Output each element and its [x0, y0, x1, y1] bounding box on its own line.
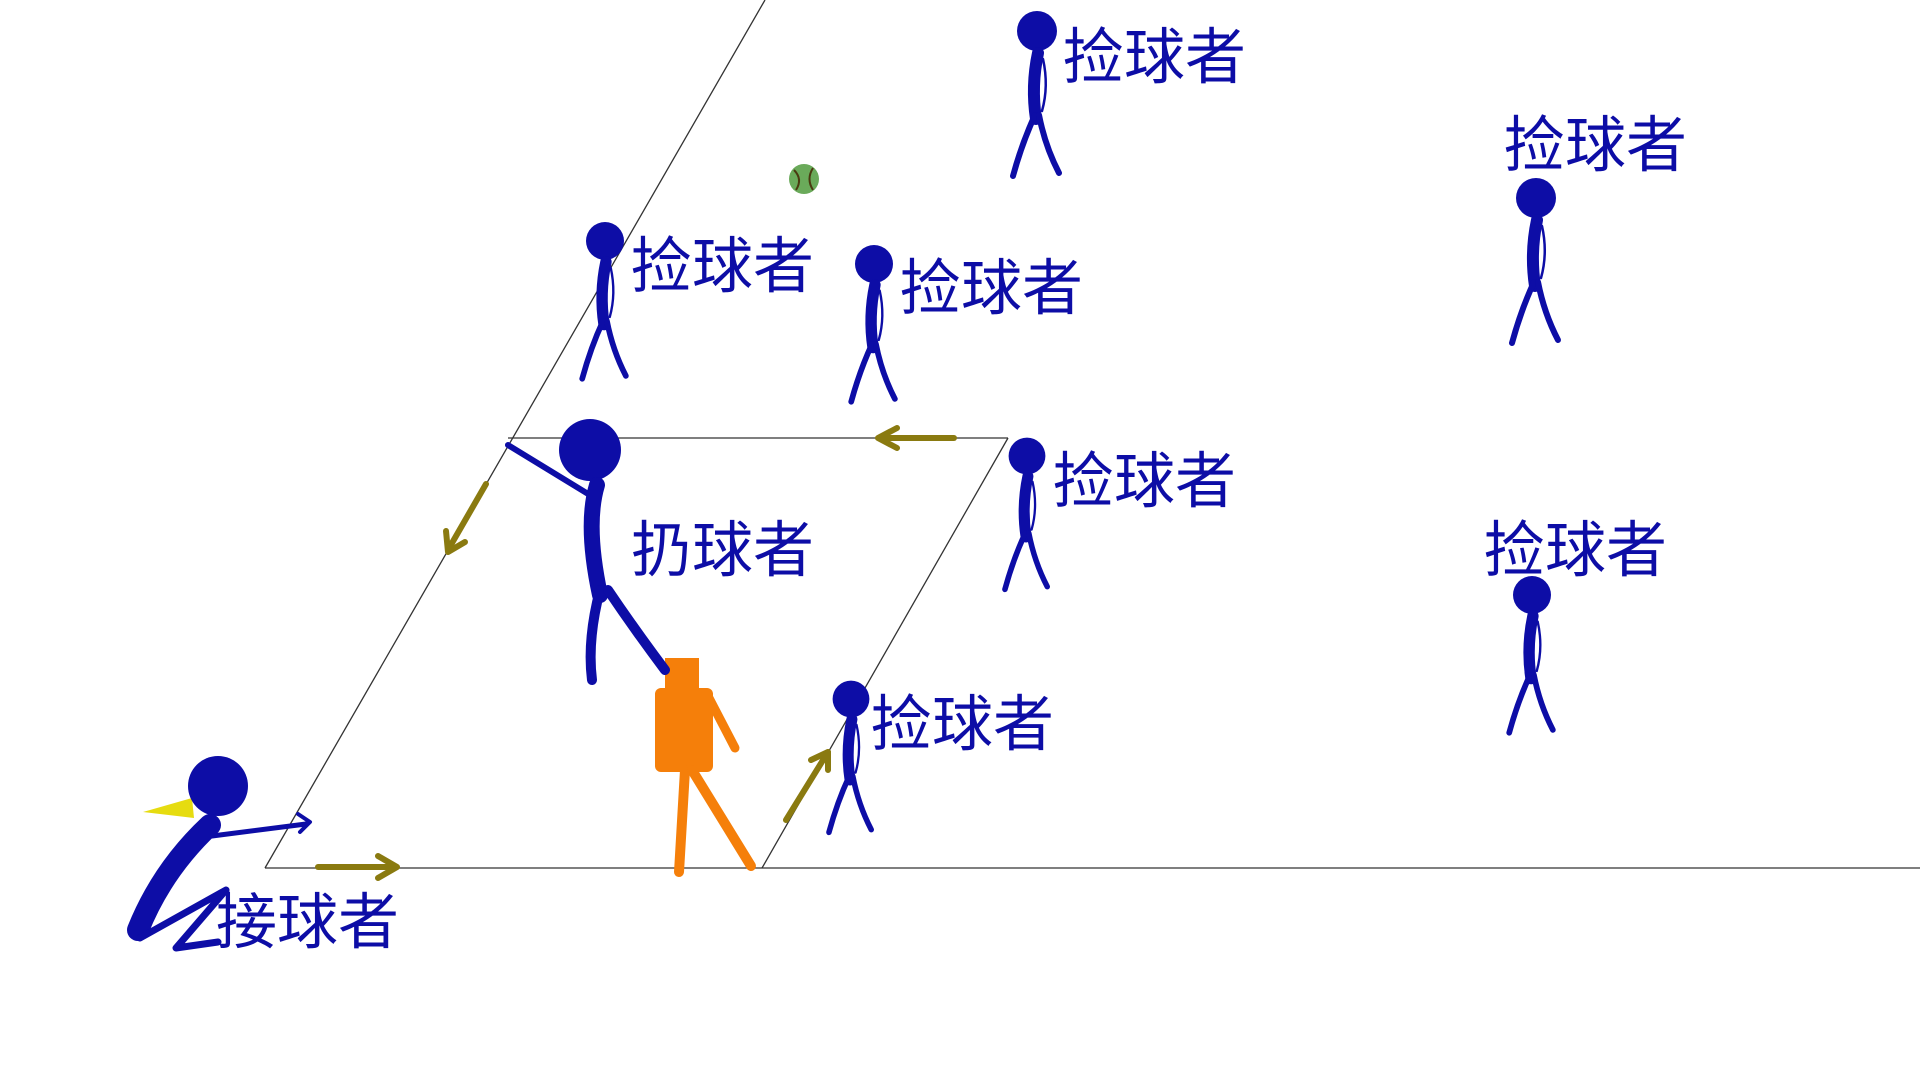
machine-leg — [687, 765, 756, 871]
direction-arrow-icon — [875, 425, 957, 451]
fielder-torso — [1027, 47, 1044, 125]
fielder: 捡球者 — [1484, 515, 1667, 736]
fielder-torso — [1523, 610, 1539, 685]
fielder-leg — [1509, 279, 1537, 346]
ball-icon — [789, 164, 819, 194]
machine-leg — [674, 765, 690, 877]
direction-arrow-icon — [315, 853, 400, 881]
ball-body — [789, 164, 819, 194]
direction-arrows — [315, 425, 957, 881]
fielder-leg — [1010, 112, 1038, 179]
stick-figure-walking-icon — [1010, 11, 1062, 179]
fielder: 捡球者 — [1010, 11, 1246, 179]
foul-line-left — [264, 0, 766, 869]
fielder-head — [855, 245, 893, 283]
fielder-leg — [579, 317, 606, 382]
stick-figure-throwing-icon — [505, 419, 670, 685]
fielder: 捡球者 — [579, 222, 814, 382]
catcher-label: 接球者 — [216, 887, 399, 958]
fielder-head — [1513, 576, 1551, 614]
stick-figure-walking-icon — [579, 222, 629, 382]
catcher-legs — [136, 886, 230, 952]
ball-seam — [793, 169, 800, 191]
fielder-head — [1516, 178, 1556, 218]
fielder-label: 捡球者 — [631, 231, 814, 302]
fielder-head — [1008, 437, 1046, 475]
thrower-leg — [585, 585, 605, 685]
fielder-label: 捡球者 — [1063, 22, 1246, 93]
fielder-arm — [1539, 224, 1546, 280]
thrower-arm — [505, 442, 601, 503]
direction-arrow-icon — [783, 749, 831, 823]
fielder-leg — [604, 317, 629, 379]
fielder-label: 捡球者 — [900, 253, 1083, 324]
thrower-head — [559, 419, 621, 481]
fielder-leg — [1531, 671, 1556, 733]
fielder-torso — [865, 279, 881, 354]
thrower-leg — [603, 585, 670, 675]
fielder-arm — [608, 266, 615, 319]
fielder-leg — [1002, 530, 1028, 593]
fielder-arm — [854, 723, 861, 774]
fielder-head — [832, 680, 870, 718]
fielder: 捡球者 — [826, 680, 1054, 836]
fielder: 捡球者 — [1002, 437, 1236, 593]
fielder-head — [1017, 11, 1057, 51]
thrower-label: 扔球者 — [631, 515, 814, 586]
catcher-cap-beak — [143, 798, 194, 818]
catcher: 接球者 — [127, 756, 399, 958]
fielder-label: 捡球者 — [1053, 446, 1236, 517]
machine-handle — [704, 693, 740, 753]
ball-seam — [808, 167, 814, 191]
fielder: 捡球者 — [1504, 110, 1687, 346]
fielder-arm — [877, 289, 884, 342]
fielder-leg — [848, 340, 875, 405]
stick-figure-walking-icon — [826, 680, 874, 836]
fielder-torso — [1018, 470, 1034, 543]
catcher-arm — [209, 821, 309, 839]
machine-top — [665, 658, 699, 690]
catcher-torso — [127, 814, 221, 941]
fielder-label: 捡球者 — [871, 689, 1054, 760]
fielder-torso — [1526, 214, 1543, 292]
fielder-leg — [873, 340, 898, 402]
fielder-head — [586, 222, 624, 260]
direction-arrow-icon — [443, 481, 489, 555]
crouching-figure-icon — [127, 756, 312, 952]
fielder-leg — [850, 773, 874, 833]
fielder-leg — [1506, 671, 1533, 736]
fielder-torso — [596, 256, 612, 331]
fielder-arm — [1040, 57, 1047, 113]
machine-icon — [655, 658, 756, 877]
stick-figure-walking-icon — [1002, 437, 1050, 593]
stick-figure-walking-icon — [848, 245, 898, 405]
fielder-leg — [1535, 279, 1561, 343]
fielder-leg — [1036, 112, 1062, 176]
thrower: 扔球者 — [505, 419, 814, 685]
stick-figure-walking-icon — [1509, 178, 1561, 346]
fielder-label: 捡球者 — [1484, 515, 1667, 586]
fielder-label: 捡球者 — [1504, 110, 1687, 181]
fielder-torso — [842, 713, 858, 786]
fielder-arm — [1030, 480, 1037, 531]
catcher-head — [188, 756, 248, 816]
catcher-hand — [296, 812, 312, 834]
fielder: 捡球者 — [848, 245, 1083, 405]
fielders: 捡球者捡球者捡球者捡球者捡球者捡球者捡球者 — [579, 11, 1687, 836]
fielder-leg — [826, 773, 852, 836]
stick-figure-walking-icon — [1506, 576, 1556, 736]
fielder-arm — [1535, 620, 1542, 673]
machine-body — [655, 688, 713, 772]
thrower-torso — [583, 477, 608, 603]
fielder-leg — [1026, 530, 1050, 590]
